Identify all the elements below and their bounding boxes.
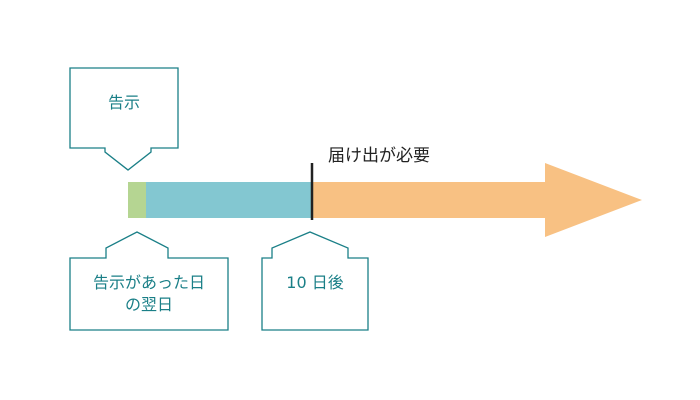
filing-required-label: 届け出が必要	[328, 146, 430, 166]
next-day-callout	[69, 231, 229, 331]
announcement-label: 告示	[107, 93, 140, 112]
day-after-announcement-label: 告示があった日 の翌日	[92, 273, 205, 314]
blue-period-segment	[146, 182, 312, 218]
ten-days-later-label: 10 日後	[286, 273, 344, 292]
ten-days-callout	[261, 231, 369, 331]
green-start-segment	[128, 182, 146, 218]
orange-period-arrow	[312, 163, 642, 237]
announcement-callout	[69, 67, 179, 171]
